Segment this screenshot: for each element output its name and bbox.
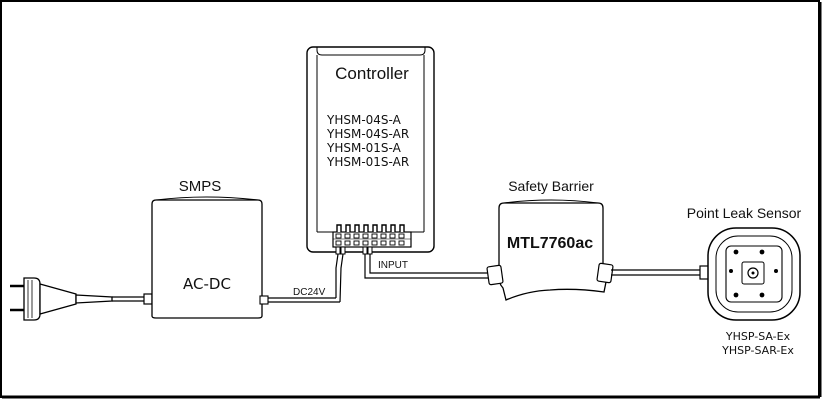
barrier-gland-left [486, 264, 504, 286]
controller-top-rim [316, 47, 426, 56]
safety-barrier-model: MTL7760ac [507, 235, 593, 252]
sensor-cable [611, 269, 702, 276]
controller-model-4: YHSM-01S-AR [326, 155, 409, 169]
smps-top-curve [155, 196, 259, 201]
smps-unit: SMPS AC-DC [151, 178, 263, 319]
barrier-gland-right [596, 262, 614, 284]
smps-label: AC-DC [183, 275, 231, 293]
safety-barrier-unit: Safety Barrier MTL7760ac [486, 178, 614, 301]
sensor-screws [729, 249, 778, 298]
input-label: INPUT [378, 260, 408, 271]
controller-title: Controller [335, 64, 409, 83]
power-plug [10, 277, 113, 321]
controller-model-3: YHSM-01S-A [326, 141, 402, 155]
smps-ac-inlet [143, 293, 153, 305]
sensor-model-2: YHSP-SAR-Ex [721, 344, 794, 357]
smps-box [151, 199, 263, 319]
terminal-block [332, 224, 412, 255]
plug-strain-relief [75, 294, 113, 304]
plug-body [39, 283, 77, 315]
smps-title: SMPS [179, 178, 222, 195]
point-leak-sensor: Point Leak Sensor YHSP-SA-Ex YHSP-SAR-Ex [687, 205, 802, 357]
sensor-title: Point Leak Sensor [687, 205, 802, 221]
controller-model-1: YHSM-04S-A [326, 113, 402, 127]
sensor-probe-center [751, 271, 755, 275]
controller-unit: Controller YHSM-04S-A YHSM-04S-AR YHSM-0… [306, 46, 435, 255]
controller-model-2: YHSM-04S-AR [326, 127, 409, 141]
dc24v-cable [259, 253, 344, 305]
dc24v-label: DC24V [293, 287, 326, 298]
barrier-top-curve [503, 199, 599, 204]
power-cable [112, 296, 148, 302]
safety-barrier-body [497, 202, 609, 301]
sensor-model-1: YHSP-SA-Ex [725, 330, 791, 343]
safety-barrier-title: Safety Barrier [508, 178, 594, 194]
input-cable [364, 254, 490, 279]
